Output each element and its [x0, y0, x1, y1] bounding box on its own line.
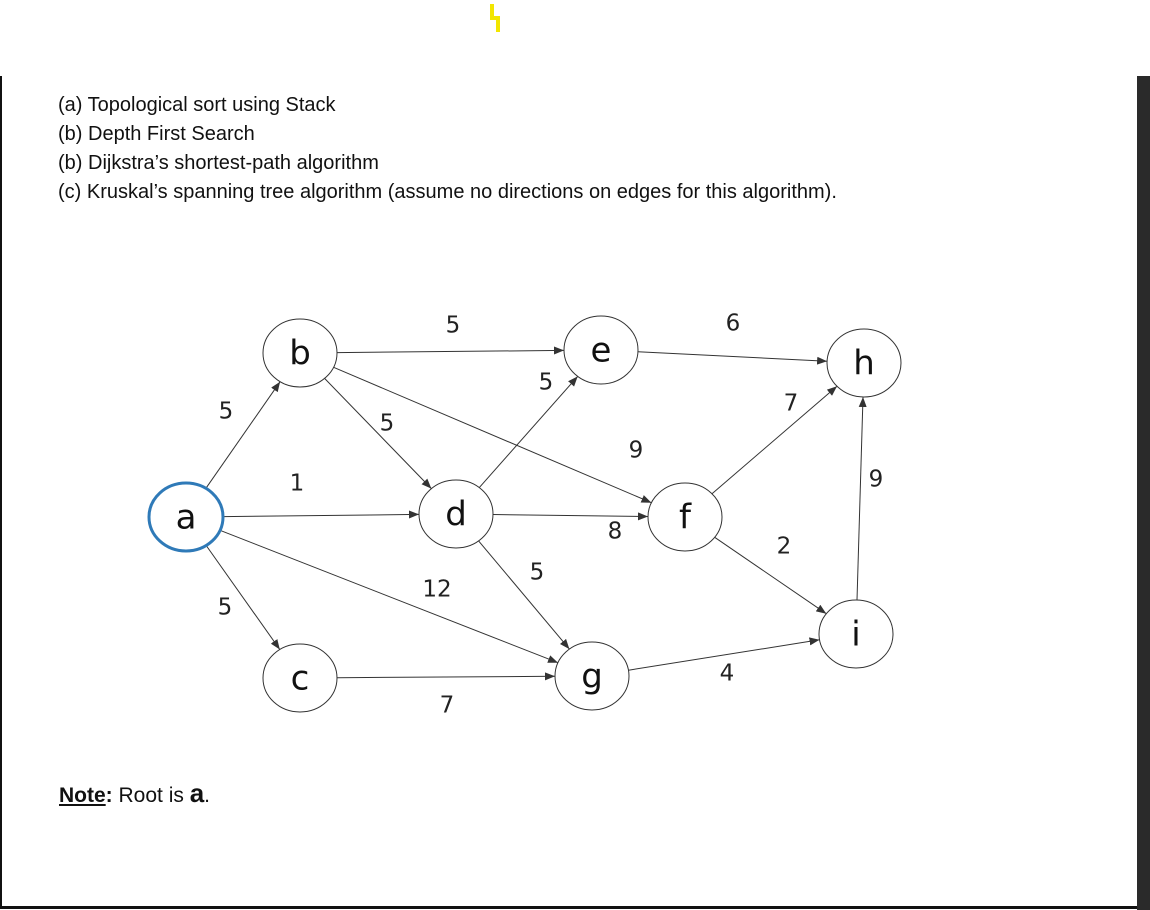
edge-weight-a-g: 12	[422, 577, 451, 603]
node-i-circle	[818, 599, 894, 669]
node-c-label: c	[291, 659, 310, 699]
edge-e-h	[637, 351, 828, 365]
note-colon: :	[105, 784, 113, 807]
node-i: i	[818, 599, 894, 669]
task-list: (a) Topological sort using Stack (b) Dep…	[58, 92, 837, 208]
edge-weight-d-g: 5	[530, 560, 545, 586]
node-f-label: f	[679, 498, 692, 538]
node-e-label: e	[591, 331, 612, 371]
edge-weight-d-e: 5	[539, 370, 554, 396]
note-text: Root is	[112, 784, 190, 807]
edge-weight-i-h: 9	[869, 467, 884, 493]
edge-weight-a-b: 5	[219, 399, 234, 425]
task-item: (c) Kruskal’s spanning tree algorithm (a…	[58, 181, 837, 203]
edge-a-d	[222, 510, 420, 519]
edge-weight-g-i: 4	[720, 661, 735, 687]
edge-a-g	[219, 529, 559, 664]
edge-a-c	[205, 545, 281, 650]
weights-layer: 5 5 1 12 5 5 9 7 5 8 5 6 7 2 4 9	[218, 311, 884, 719]
text-cursor-icon	[490, 4, 500, 32]
node-g-label: g	[581, 657, 603, 697]
node-d-circle	[418, 479, 494, 549]
node-d-label: d	[445, 495, 467, 535]
task-item: (b) Dijkstra’s shortest-path algorithm	[58, 152, 379, 174]
node-b: b	[262, 318, 338, 388]
document-page: (a) Topological sort using Stack (b) Dep…	[0, 76, 1138, 909]
edge-b-e	[336, 346, 565, 355]
edge-weight-f-i: 2	[777, 534, 792, 560]
node-h: h	[826, 328, 902, 398]
node-a-circle	[147, 481, 225, 553]
edge-b-d	[324, 378, 432, 489]
edge-weight-c-g: 7	[440, 693, 455, 719]
node-a-label: a	[176, 498, 197, 538]
edge-d-f	[492, 512, 649, 521]
root-note: Note: Root is a.	[59, 778, 210, 809]
edge-d-g	[478, 540, 570, 650]
node-c-circle	[262, 643, 338, 713]
node-f: f	[647, 482, 723, 552]
note-root-node: a	[189, 778, 205, 808]
node-b-label: b	[289, 334, 311, 374]
edge-c-g	[336, 672, 556, 681]
task-item: (b) Depth First Search	[58, 123, 255, 145]
node-a: a	[147, 481, 225, 553]
edge-weight-b-d: 5	[380, 411, 395, 437]
edge-weight-b-f: 9	[629, 438, 644, 464]
note-period: .	[204, 784, 211, 807]
node-b-circle	[262, 318, 338, 388]
node-d: d	[418, 479, 494, 549]
node-e: e	[563, 315, 639, 385]
edge-weight-a-c: 5	[218, 595, 233, 621]
edge-weight-e-h: 6	[726, 311, 741, 337]
edge-a-b	[205, 381, 281, 489]
edge-d-e	[478, 376, 579, 488]
edge-f-h	[711, 385, 838, 495]
edge-weight-b-e: 5	[446, 313, 461, 339]
window-edge-shadow	[1137, 76, 1150, 910]
node-g-circle	[554, 641, 630, 711]
node-h-label: h	[853, 344, 875, 384]
node-h-circle	[826, 328, 902, 398]
edges-layer	[205, 346, 867, 681]
node-g: g	[554, 641, 630, 711]
node-i-label: i	[851, 615, 860, 655]
edge-i-h	[856, 396, 867, 601]
edge-g-i	[628, 637, 820, 671]
node-f-circle	[647, 482, 723, 552]
note-label: Note	[59, 784, 106, 807]
task-item: (a) Topological sort using Stack	[58, 94, 336, 116]
edge-f-i	[714, 536, 827, 615]
node-c: c	[262, 643, 338, 713]
edge-b-f	[333, 366, 652, 504]
edge-weight-a-d: 1	[290, 471, 305, 497]
edge-weight-d-f: 8	[608, 519, 623, 545]
node-e-circle	[563, 315, 639, 385]
edge-weight-f-h: 7	[784, 391, 799, 417]
nodes-layer: a b c d e f g h i	[147, 315, 902, 713]
